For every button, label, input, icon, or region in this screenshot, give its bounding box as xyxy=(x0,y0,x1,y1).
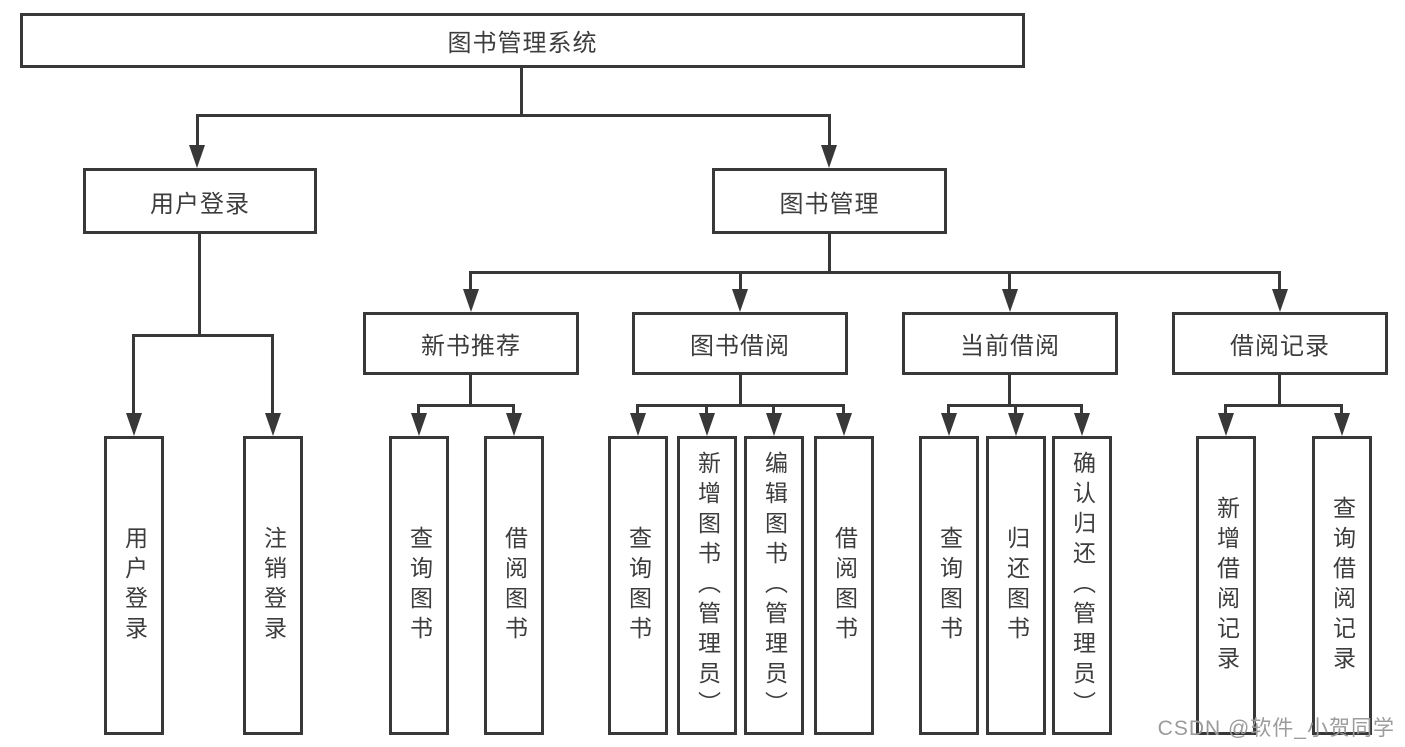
leaf-borrow-books-recommend: 借阅图书 xyxy=(484,436,544,735)
arrow-down-icon xyxy=(506,413,522,436)
arrow-down-icon xyxy=(265,413,281,436)
node-library-system: 图书管理系统 xyxy=(20,13,1025,68)
arrow-down-icon xyxy=(1074,413,1090,436)
node-new-book-recommend: 新书推荐 xyxy=(363,312,579,375)
leaf-query-books-current: 查询图书 xyxy=(919,436,979,735)
node-book-borrow: 图书借阅 xyxy=(632,312,848,375)
connector-line xyxy=(132,334,135,415)
leaf-user-login: 用户登录 xyxy=(104,436,164,735)
leaf-edit-book-admin: 编辑图书（管理员） xyxy=(744,436,804,735)
connector-line xyxy=(705,404,708,416)
arrow-down-icon xyxy=(699,413,715,436)
arrow-down-icon xyxy=(1218,413,1234,436)
arrow-down-icon xyxy=(941,413,957,436)
arrow-down-icon xyxy=(411,413,427,436)
arrow-down-icon xyxy=(1002,289,1018,312)
connector-line xyxy=(1224,404,1227,416)
connector-line xyxy=(947,404,950,416)
connector-line xyxy=(417,404,420,416)
connector-line xyxy=(132,334,274,337)
connector-line xyxy=(469,373,472,406)
connector-line xyxy=(842,404,845,416)
leaf-query-books-recommend: 查询图书 xyxy=(389,436,449,735)
arrow-down-icon xyxy=(821,145,837,168)
connector-line xyxy=(271,334,274,415)
leaf-logout: 注销登录 xyxy=(243,436,303,735)
leaf-query-books-borrow: 查询图书 xyxy=(608,436,668,735)
leaf-add-book-admin: 新增图书（管理员） xyxy=(677,436,737,735)
connector-line xyxy=(772,404,775,416)
connector-line xyxy=(1080,404,1083,416)
connector-line xyxy=(1278,271,1281,291)
connector-line xyxy=(196,114,831,117)
connector-line xyxy=(1224,404,1343,407)
connector-line xyxy=(1008,373,1011,406)
connector-line xyxy=(198,234,201,336)
arrow-down-icon xyxy=(836,413,852,436)
connector-line xyxy=(1014,404,1017,416)
node-borrow-records: 借阅记录 xyxy=(1172,312,1388,375)
connector-line xyxy=(417,404,515,407)
connector-line xyxy=(739,373,742,406)
connector-line xyxy=(636,404,845,407)
leaf-return-book: 归还图书 xyxy=(986,436,1046,735)
connector-line xyxy=(739,271,742,291)
arrow-down-icon xyxy=(766,413,782,436)
arrow-down-icon xyxy=(1334,413,1350,436)
leaf-confirm-return-admin: 确认归还（管理员） xyxy=(1052,436,1112,735)
connector-line xyxy=(1340,404,1343,416)
leaf-add-borrow-record: 新增借阅记录 xyxy=(1196,436,1256,735)
node-current-borrow: 当前借阅 xyxy=(902,312,1118,375)
arrow-down-icon xyxy=(463,289,479,312)
arrow-down-icon xyxy=(630,413,646,436)
arrow-down-icon xyxy=(732,289,748,312)
node-book-management: 图书管理 xyxy=(712,168,947,234)
connector-line xyxy=(1278,373,1281,406)
arrow-down-icon xyxy=(1008,413,1024,436)
connector-line xyxy=(469,271,1281,274)
connector-line xyxy=(828,234,831,273)
connector-line xyxy=(1008,271,1011,291)
connector-line xyxy=(520,66,523,116)
arrow-down-icon xyxy=(189,145,205,168)
leaf-query-borrow-record: 查询借阅记录 xyxy=(1312,436,1372,735)
connector-line xyxy=(469,271,472,291)
arrow-down-icon xyxy=(1272,289,1288,312)
connector-line xyxy=(828,114,831,147)
leaf-borrow-books: 借阅图书 xyxy=(814,436,874,735)
connector-line xyxy=(512,404,515,416)
watermark: CSDN @软件_小贺同学 xyxy=(1157,717,1395,740)
connector-line xyxy=(196,114,199,147)
connector-line xyxy=(636,404,639,416)
arrow-down-icon xyxy=(126,413,142,436)
node-user-login: 用户登录 xyxy=(83,168,317,234)
